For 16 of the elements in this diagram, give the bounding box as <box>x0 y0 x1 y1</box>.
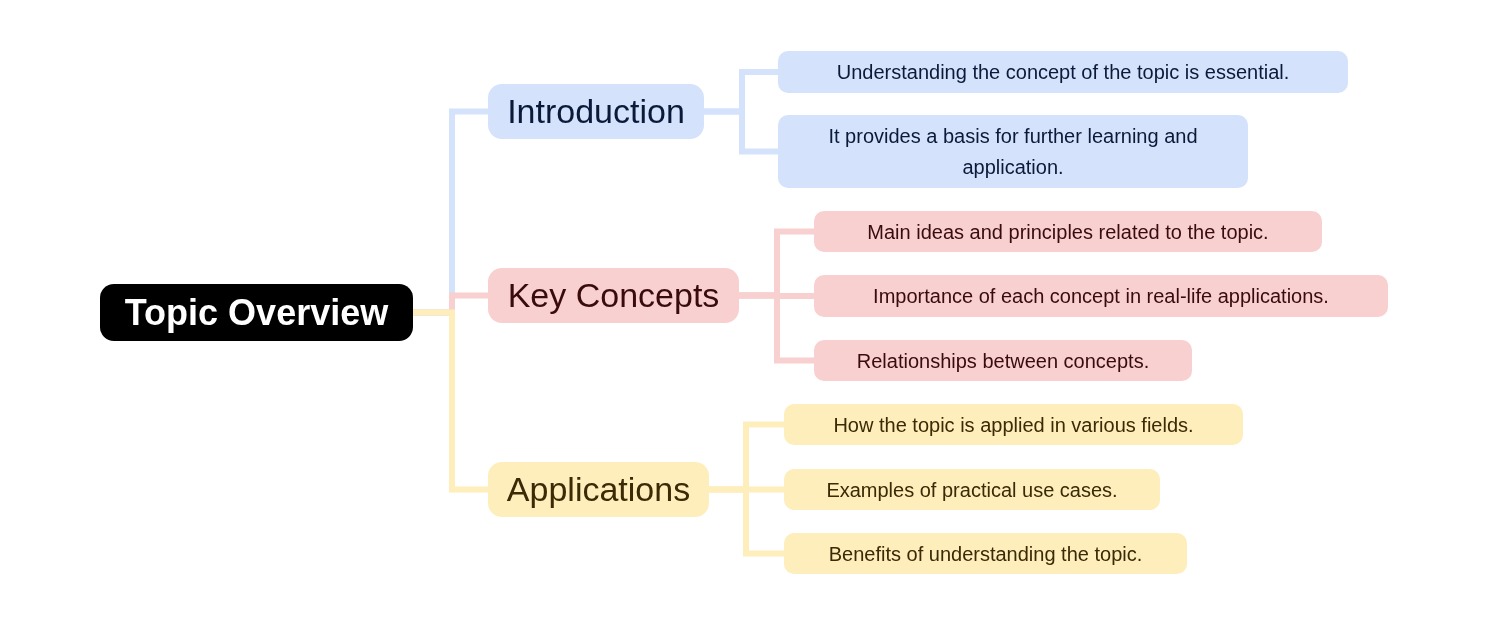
connector-line <box>709 486 784 557</box>
subtopic-box: Relationships between concepts. <box>814 340 1192 381</box>
subtopic-box: Importance of each concept in real-life applications. <box>814 275 1388 317</box>
connector-line <box>413 309 488 493</box>
subtopic-box: Understanding the concept of the topic is essential. <box>778 51 1348 93</box>
connector-line <box>739 292 814 364</box>
branch-topic-box: Introduction <box>488 84 704 139</box>
subtopic-box: Examples of practical use cases. <box>784 469 1160 510</box>
subtopic-box: It provides a basis for further learning and application. <box>778 115 1248 188</box>
subtopic-box: Main ideas and principles related to the topic. <box>814 211 1322 252</box>
subtopic-box: Benefits of understanding the topic. <box>784 533 1187 574</box>
root-topic-box: Topic Overview <box>100 284 413 341</box>
branch-topic-box: Key Concepts <box>488 268 739 323</box>
connector-line <box>704 108 778 155</box>
subtopic-box: How the topic is applied in various fields. <box>784 404 1243 445</box>
branch-topic-box: Applications <box>488 462 709 517</box>
